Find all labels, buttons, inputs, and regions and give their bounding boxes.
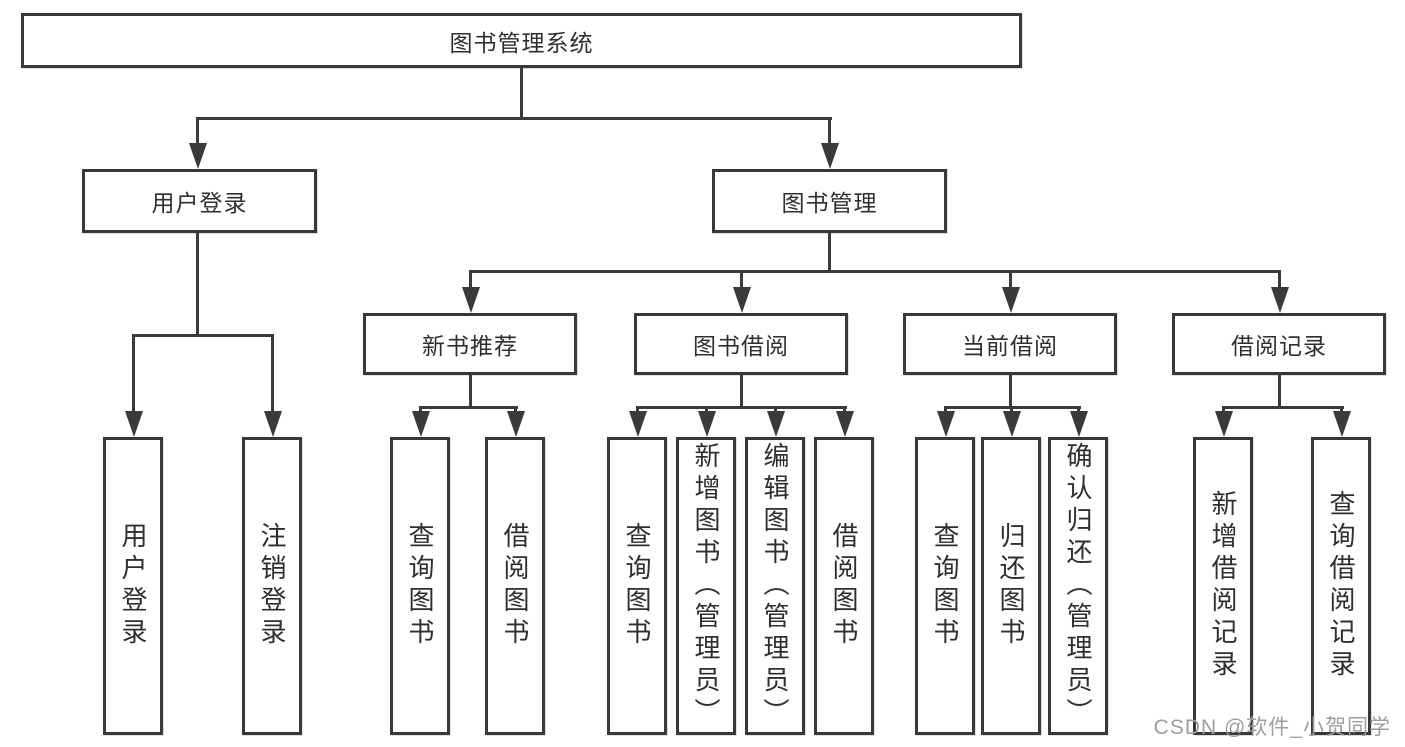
arrow-down-icon bbox=[189, 143, 207, 169]
connector-line bbox=[132, 334, 274, 337]
leaf-edit-books-admin: 编辑图书（管理员） bbox=[745, 437, 805, 735]
connector-line bbox=[469, 270, 1281, 273]
leaf-label: 注销登录 bbox=[257, 522, 287, 650]
arrow-down-icon bbox=[767, 411, 785, 437]
arrow-down-icon bbox=[1215, 411, 1233, 437]
leaf-confirm-return-admin: 确认归还（管理员） bbox=[1048, 437, 1108, 735]
node-new-book-recommend: 新书推荐 bbox=[363, 313, 577, 375]
node-user-login-label: 用户登录 bbox=[151, 190, 248, 216]
watermark: CSDN @软件_小贺同学 bbox=[1153, 716, 1391, 739]
arrow-down-icon bbox=[1271, 287, 1289, 313]
arrow-down-icon bbox=[821, 143, 839, 169]
arrow-down-icon bbox=[1070, 411, 1088, 437]
leaf-label: 确认归还（管理员） bbox=[1063, 442, 1093, 730]
leaf-label: 查询图书 bbox=[405, 522, 435, 650]
arrow-down-icon bbox=[462, 287, 480, 313]
leaf-label: 查询借阅记录 bbox=[1326, 490, 1356, 682]
arrow-down-icon bbox=[733, 287, 751, 313]
leaf-label: 新增借阅记录 bbox=[1208, 490, 1238, 682]
arrow-down-icon bbox=[1002, 287, 1020, 313]
leaf-label: 归还图书 bbox=[996, 522, 1026, 650]
leaf-borrow-books-recommend: 借阅图书 bbox=[485, 437, 545, 735]
connector-line bbox=[271, 334, 274, 413]
arrow-down-icon bbox=[698, 411, 716, 437]
node-borrow-records: 借阅记录 bbox=[1172, 313, 1386, 375]
node-user-login: 用户登录 bbox=[82, 169, 317, 233]
connector-line bbox=[636, 406, 847, 409]
connector-line bbox=[1009, 270, 1012, 290]
arrow-down-icon bbox=[1003, 411, 1021, 437]
connector-line bbox=[828, 117, 831, 145]
leaf-add-books-admin: 新增图书（管理员） bbox=[676, 437, 736, 735]
arrow-down-icon bbox=[836, 411, 854, 437]
arrow-down-icon bbox=[937, 411, 955, 437]
leaf-logout: 注销登录 bbox=[242, 437, 302, 735]
connector-line bbox=[1222, 406, 1344, 409]
node-book-borrow-label: 图书借阅 bbox=[693, 333, 789, 359]
leaf-query-books-current: 查询图书 bbox=[915, 437, 975, 735]
leaf-query-borrow-record: 查询借阅记录 bbox=[1311, 437, 1371, 735]
node-borrow-records-label: 借阅记录 bbox=[1231, 333, 1327, 359]
leaf-add-borrow-record: 新增借阅记录 bbox=[1193, 437, 1253, 735]
leaf-label: 用户登录 bbox=[118, 522, 148, 650]
leaf-return-books: 归还图书 bbox=[981, 437, 1041, 735]
arrow-down-icon bbox=[412, 411, 430, 437]
node-root-label: 图书管理系统 bbox=[449, 29, 594, 56]
arrow-down-icon bbox=[507, 411, 525, 437]
connector-line bbox=[1278, 270, 1281, 290]
connector-line bbox=[196, 233, 199, 337]
node-current-borrow: 当前借阅 bbox=[903, 313, 1117, 375]
leaf-label: 新增图书（管理员） bbox=[691, 442, 721, 730]
leaf-query-books-borrow: 查询图书 bbox=[607, 437, 667, 735]
node-book-management: 图书管理 bbox=[712, 169, 947, 233]
node-new-book-recommend-label: 新书推荐 bbox=[422, 333, 518, 359]
arrow-down-icon bbox=[1333, 411, 1351, 437]
connector-line bbox=[196, 117, 832, 120]
connector-line bbox=[1278, 375, 1281, 409]
connector-line bbox=[1009, 375, 1012, 409]
leaf-label: 查询图书 bbox=[622, 522, 652, 650]
connector-line bbox=[469, 375, 472, 409]
node-book-borrow: 图书借阅 bbox=[634, 313, 848, 375]
connector-line bbox=[469, 270, 472, 290]
node-book-management-label: 图书管理 bbox=[781, 190, 878, 216]
connector-line bbox=[419, 406, 518, 409]
arrow-down-icon bbox=[629, 411, 647, 437]
node-current-borrow-label: 当前借阅 bbox=[962, 333, 1058, 359]
leaf-label: 借阅图书 bbox=[500, 522, 530, 650]
connector-line bbox=[520, 68, 523, 118]
connector-line bbox=[740, 375, 743, 409]
arrow-down-icon bbox=[125, 411, 143, 437]
connector-line bbox=[740, 270, 743, 290]
leaf-label: 编辑图书（管理员） bbox=[760, 442, 790, 730]
leaf-query-books-recommend: 查询图书 bbox=[390, 437, 450, 735]
arrow-down-icon bbox=[264, 411, 282, 437]
leaf-label: 查询图书 bbox=[930, 522, 960, 650]
connector-line bbox=[196, 117, 199, 145]
node-root: 图书管理系统 bbox=[21, 13, 1022, 68]
leaf-label: 借阅图书 bbox=[829, 522, 859, 650]
connector-line bbox=[132, 334, 135, 413]
leaf-user-login: 用户登录 bbox=[103, 437, 163, 735]
connector-line bbox=[828, 233, 831, 273]
leaf-borrow-books: 借阅图书 bbox=[814, 437, 874, 735]
